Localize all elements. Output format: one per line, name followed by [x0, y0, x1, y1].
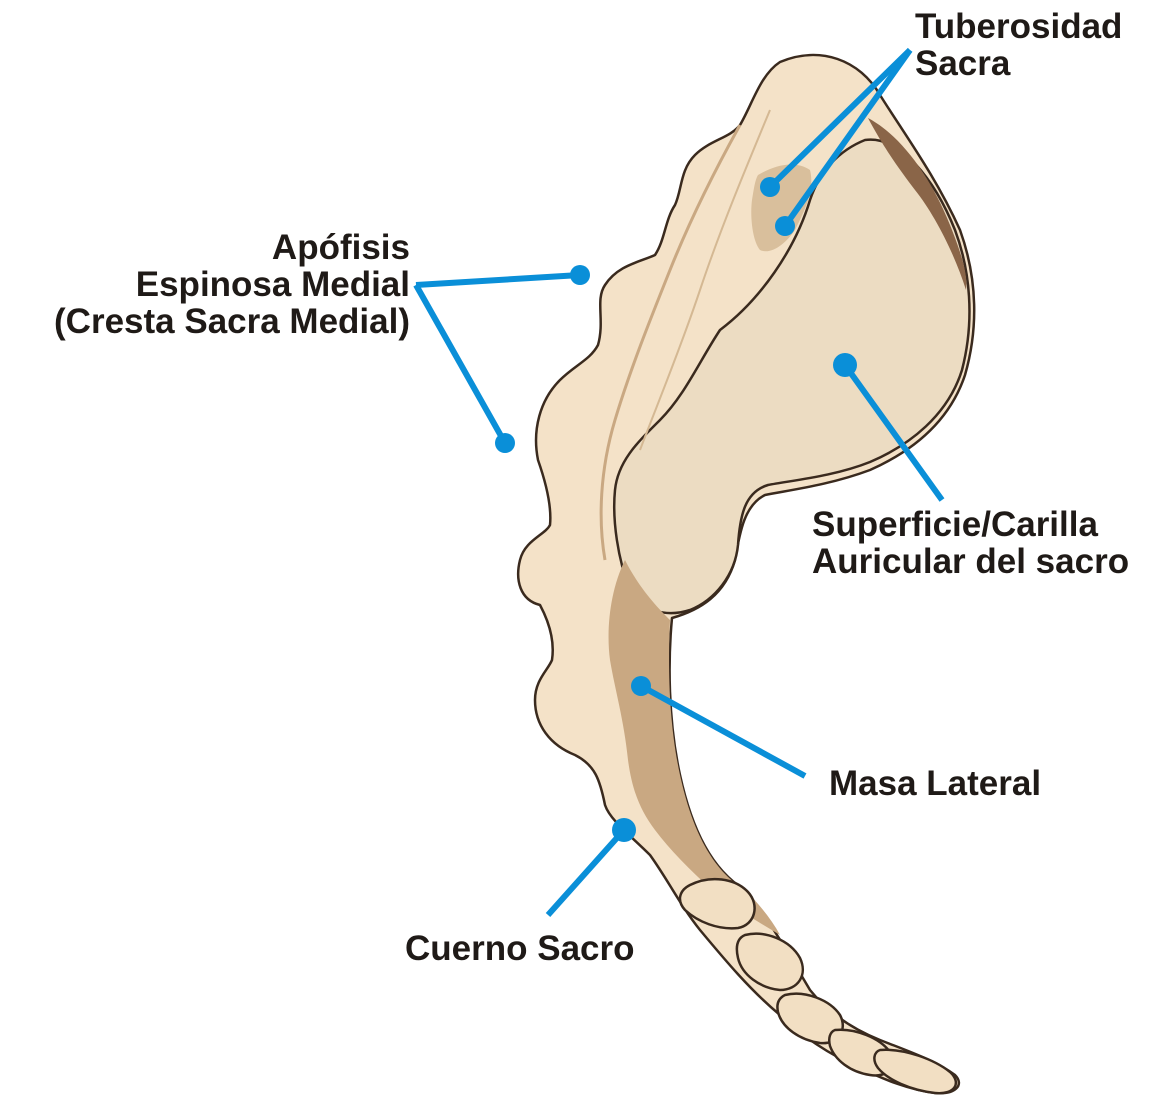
- leader-apofisis-dot-2: [495, 433, 515, 453]
- leader-cuerno: [548, 830, 624, 915]
- label-superficie-line-1: Superficie/Carilla: [812, 506, 1129, 543]
- label-tuberosidad-sacra: Tuberosidad Sacra: [915, 8, 1122, 82]
- leader-superficie-dot: [833, 353, 857, 377]
- label-cuerno-sacro: Cuerno Sacro: [405, 930, 635, 967]
- coccyx-segment-5: [874, 1050, 956, 1093]
- label-apofisis-line-2: Espinosa Medial: [54, 266, 410, 303]
- label-apofisis-line-3: (Cresta Sacra Medial): [54, 303, 410, 340]
- leader-apofisis-1: [416, 275, 580, 285]
- label-superficie-auricular: Superficie/Carilla Auricular del sacro: [812, 506, 1129, 580]
- leader-apofisis-2: [416, 285, 505, 443]
- label-apofisis-espinosa-medial: Apófisis Espinosa Medial (Cresta Sacra M…: [54, 229, 410, 340]
- label-superficie-line-2: Auricular del sacro: [812, 543, 1129, 580]
- leader-apofisis-dot-1: [570, 265, 590, 285]
- coccyx-segment-1: [680, 879, 755, 928]
- label-tuberosidad-line-1: Tuberosidad: [915, 8, 1122, 45]
- label-apofisis-line-1: Apófisis: [54, 229, 410, 266]
- leader-tuberosidad-dot-1: [760, 177, 780, 197]
- label-tuberosidad-line-2: Sacra: [915, 45, 1122, 82]
- leader-masa-dot: [631, 676, 651, 696]
- leader-cuerno-dot: [612, 818, 636, 842]
- label-cuerno-line-1: Cuerno Sacro: [405, 930, 635, 967]
- label-masa-lateral: Masa Lateral: [829, 765, 1041, 802]
- leader-tuberosidad-dot-2: [775, 216, 795, 236]
- label-masa-line-1: Masa Lateral: [829, 765, 1041, 802]
